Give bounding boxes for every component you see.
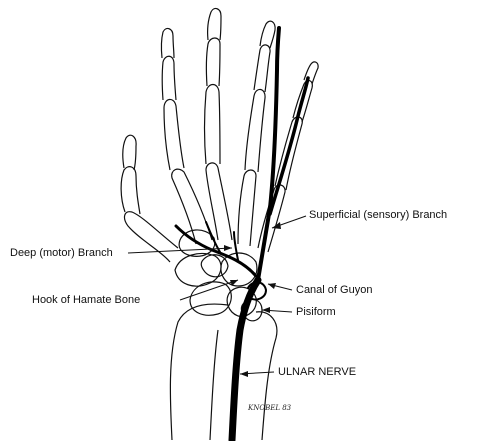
superficial-branch-fork [268,76,310,216]
little-phalanx-2 [292,79,313,123]
radius-bone [169,303,229,441]
deep-branch-twig-2 [233,231,239,261]
carpal-bone [200,254,229,278]
ring-metacarpal [237,169,257,247]
arrowhead-superficial [272,222,281,229]
arrowhead-canal [268,283,276,289]
carpal-bone [189,281,232,316]
ring-phalanx-2 [253,44,271,93]
artist-signature: KNOBEL 83 [248,404,292,412]
thumb-phalanx-distal [122,134,137,171]
bones [120,7,319,441]
leader-hamate [179,279,239,301]
label-hook-of-hamate: Hook of Hamate Bone [32,294,141,306]
middle-metacarpal [205,162,233,241]
ring-phalanx-3 [259,20,276,49]
label-superficial-branch: Superficial (sensory) Branch [309,209,448,221]
thumb-phalanx-proximal [120,166,141,215]
canal-of-guyon-ring [247,281,268,301]
index-metacarpal [171,168,213,245]
ulnar-nerve-drawing [174,26,310,441]
leader-deep [127,247,233,254]
deep-branch-nerve [174,224,258,278]
index-phalanx-1 [163,98,185,171]
label-ulnar-nerve: ULNAR NERVE [278,366,357,378]
arrowhead-ulnar [240,371,248,377]
label-canal-of-guyon: Canal of Guyon [296,284,373,296]
ring-phalanx-1 [244,88,266,173]
label-pisiform: Pisiform [296,306,336,318]
little-phalanx-3 [303,61,319,85]
ulnar-nerve-trunk [228,276,262,441]
index-phalanx-2 [161,55,177,101]
label-deep-branch: Deep (motor) Branch [10,247,113,259]
index-phalanx-3 [160,27,175,59]
thumb-metacarpal [123,211,179,263]
ulna-bone [255,311,278,441]
middle-phalanx-1 [203,83,221,165]
arrowhead-pisiform [262,307,270,313]
forearm-line [209,329,219,441]
little-metacarpal [257,184,286,253]
carpal-bone [220,252,258,287]
carpal-bones [174,252,222,287]
leader-lines [127,215,307,375]
carpal-bone [226,286,257,317]
superficial-branch-nerve [256,26,281,282]
middle-phalanx-2 [205,37,221,87]
deep-branch-twig-1 [205,221,221,253]
middle-phalanx-3 [207,7,222,41]
arrowhead-hamate [230,280,238,286]
arrowheads [224,222,281,377]
arrowhead-deep [224,245,232,251]
